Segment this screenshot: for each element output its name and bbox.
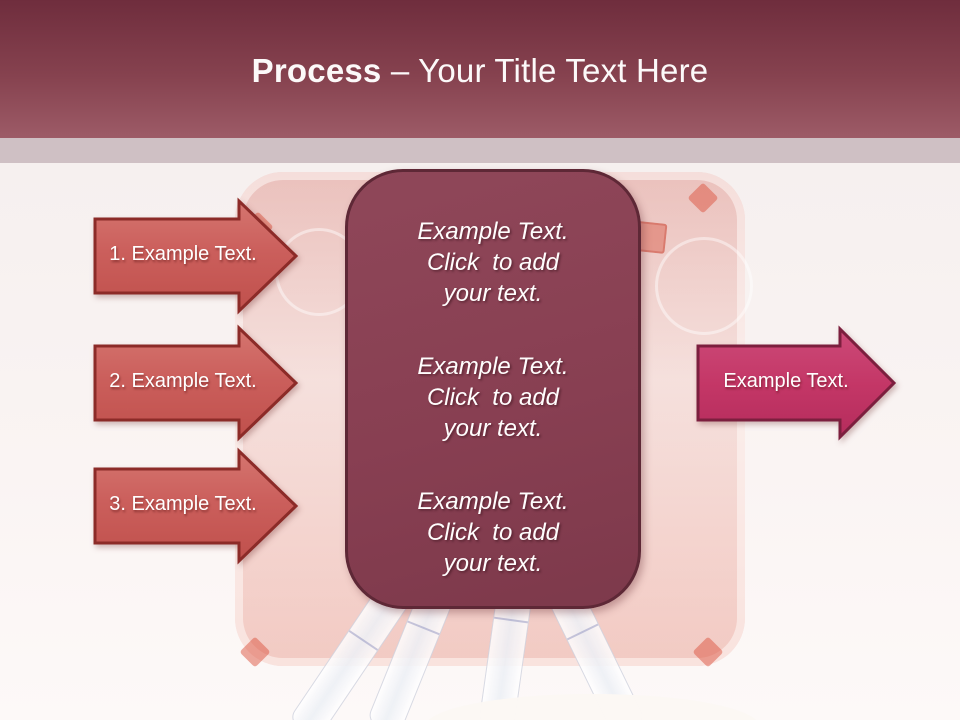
panel-text-line: Click to add bbox=[426, 384, 560, 411]
center-text-panel: Example Text. Click to add your text. Ex… bbox=[345, 169, 641, 609]
right-arrow-shape-icon bbox=[93, 197, 299, 315]
page-title-emphasis: Process bbox=[251, 52, 382, 89]
page-title-rest: – Your Title Text Here bbox=[381, 52, 709, 89]
right-arrow-shape-icon bbox=[93, 447, 299, 565]
panel-text-line: Example Text. bbox=[417, 353, 569, 380]
panel-text-block-2: Example Text. Click to add your text. bbox=[362, 351, 624, 444]
step-arrow-1: 1. Example Text. bbox=[92, 197, 300, 315]
panel-text-line: Example Text. bbox=[417, 218, 569, 245]
right-arrow-shape-icon bbox=[93, 324, 299, 442]
step-arrow-3: 3. Example Text. bbox=[92, 447, 300, 565]
step-arrow-2-label: 2. Example Text. bbox=[109, 369, 257, 392]
result-arrow: Example Text. bbox=[695, 325, 897, 441]
step-arrow-2: 2. Example Text. bbox=[92, 324, 300, 442]
bg-syringe-scale-mark bbox=[349, 629, 379, 651]
panel-text-block-3: Example Text. Click to add your text. bbox=[362, 486, 624, 579]
bg-syringe-scale-mark bbox=[407, 620, 440, 635]
panel-text-line: your text. bbox=[443, 415, 543, 442]
panel-text-line: Example Text. bbox=[417, 488, 569, 515]
bg-lid-circle-right bbox=[655, 237, 753, 335]
panel-text-line: your text. bbox=[443, 280, 543, 307]
header-band bbox=[0, 0, 960, 138]
panel-text-block-1: Example Text. Click to add your text. bbox=[362, 216, 624, 309]
result-arrow-label: Example Text. bbox=[723, 369, 849, 392]
page-title: Process – Your Title Text Here bbox=[0, 52, 960, 90]
bg-syringe-scale-mark bbox=[566, 623, 599, 640]
panel-text-line: Click to add bbox=[426, 249, 560, 276]
step-arrow-1-label: 1. Example Text. bbox=[109, 242, 257, 265]
step-arrow-3-label: 3. Example Text. bbox=[109, 492, 257, 515]
divider-stripe bbox=[0, 138, 960, 163]
panel-text-line: Click to add bbox=[426, 519, 560, 546]
bg-syringe-scale-mark bbox=[494, 616, 529, 623]
right-arrow-shape-icon bbox=[696, 325, 897, 441]
panel-text-line: your text. bbox=[443, 550, 543, 577]
